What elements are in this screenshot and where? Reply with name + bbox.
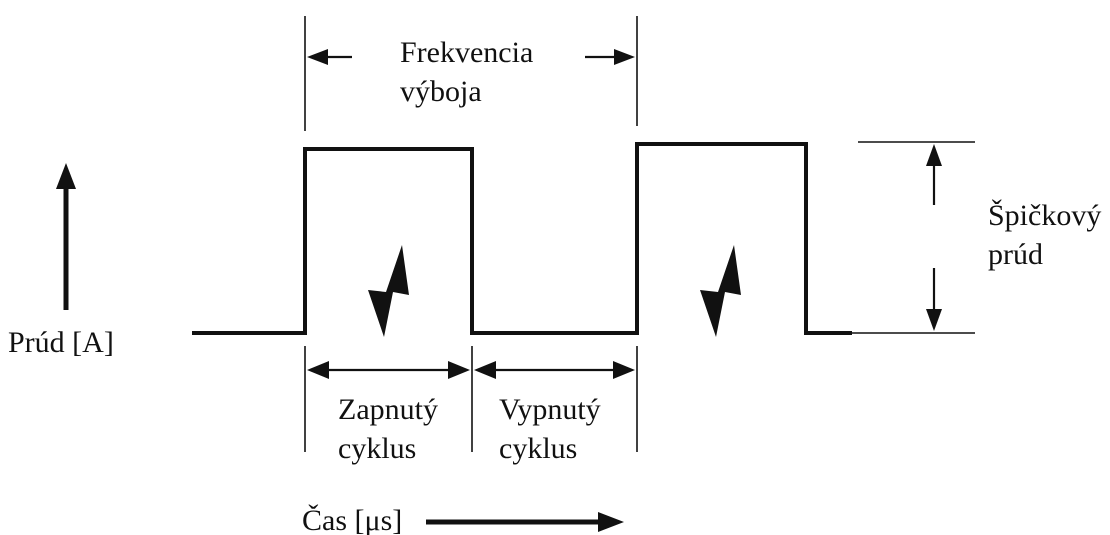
off-cycle-label-line1: Vypnutý xyxy=(499,393,601,426)
frequency-label-line2: výboja xyxy=(400,75,482,108)
off-cycle-double-arrow-icon xyxy=(474,361,635,379)
pulse-waveform xyxy=(192,142,852,335)
peak-current-up-arrow-icon xyxy=(926,144,942,205)
time-axis-right-arrow-icon xyxy=(426,512,624,532)
on-cycle-label-line2: cyklus xyxy=(338,432,416,465)
off-cycle-label-line2: cyklus xyxy=(499,432,577,465)
current-axis-up-arrow-icon xyxy=(56,163,76,310)
current-axis-label: Prúd [A] xyxy=(8,326,114,359)
lightning-bolt-icon xyxy=(368,245,409,337)
on-cycle-label-line1: Zapnutý xyxy=(338,393,438,426)
on-cycle-double-arrow-icon xyxy=(307,361,470,379)
frequency-right-arrow-icon xyxy=(585,49,635,65)
frequency-label-line1: Frekvencia xyxy=(400,36,533,69)
frequency-left-arrow-icon xyxy=(307,49,352,65)
peak-current-down-arrow-icon xyxy=(926,268,942,331)
lightning-bolt-icon xyxy=(700,245,741,337)
peak-current-label-line1: Špičkový xyxy=(988,199,1101,232)
time-axis-label: Čas [μs] xyxy=(302,504,402,535)
peak-current-label-line2: prúd xyxy=(988,238,1043,271)
